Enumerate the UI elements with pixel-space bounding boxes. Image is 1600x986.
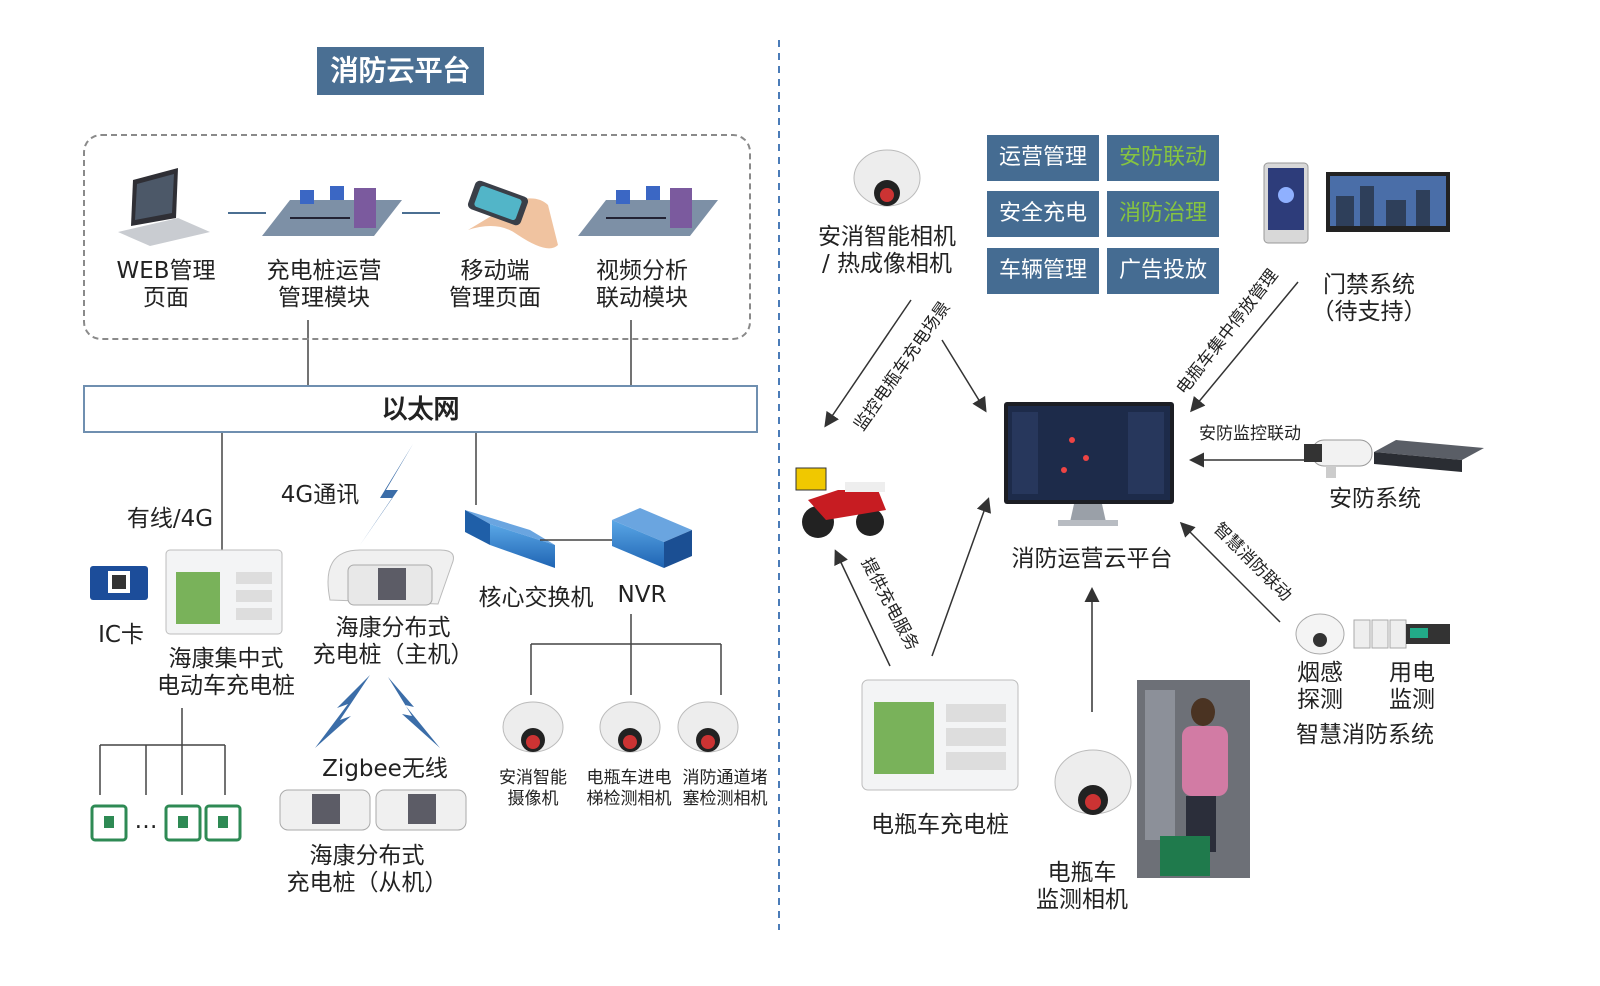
distributed-slave-label: 海康分布式充电桩（从机） (286, 843, 448, 896)
elevator-photo (1137, 680, 1250, 878)
module-mobile[interactable]: 移动端管理页面 (449, 258, 541, 311)
ev-charger-label: 电瓶车充电桩 (871, 812, 1009, 838)
socket-icon (164, 804, 202, 842)
tile-advertising[interactable]: 广告投放 (1107, 248, 1219, 294)
laptop-icon (118, 168, 210, 246)
bullet-camera-icon (1304, 439, 1373, 478)
distributed-charger-slave-icon (375, 789, 467, 831)
ic-card-icon (90, 566, 148, 600)
core-switch-label: 核心交换机 (478, 585, 594, 611)
network-icon (578, 186, 718, 236)
tile-operation[interactable]: 运营管理 (987, 135, 1099, 181)
platform-label: 消防运营云平台 (1011, 546, 1173, 572)
ev-monitor-camera-icon (1054, 749, 1132, 815)
smart-fire-label: 智慧消防系统 (1296, 722, 1434, 748)
socket-icon (204, 804, 242, 842)
lightning-zigbee-icon (388, 677, 440, 748)
comm-4g-label: 4G通讯 (280, 482, 360, 508)
ellipsis-label: … (134, 808, 158, 834)
thermal-camera-icon (853, 149, 921, 207)
tile-security-linkage[interactable]: 安防联动 (1107, 135, 1219, 181)
central-charger-icon (165, 549, 283, 635)
camera-label-2: 电瓶车进电梯检测相机 (586, 768, 672, 809)
ethernet-bar: 以太网 (83, 385, 758, 433)
access-control-label: 门禁系统（待支持） (1311, 272, 1427, 325)
security-nvr-icon (1374, 440, 1484, 472)
smoke-detector-icon (1295, 613, 1345, 655)
tile-safe-charging[interactable]: 安全充电 (987, 191, 1099, 237)
arrow-security-label: 安防监控联动 (1199, 424, 1301, 444)
power-label: 用电监测 (1389, 660, 1435, 713)
arrow-monitor (824, 299, 912, 428)
camera-label-1: 安消智能摄像机 (499, 768, 567, 809)
ev-charger-icon (861, 679, 1019, 791)
arrow-charge (834, 549, 891, 667)
dome-camera-icon (677, 701, 739, 753)
central-charger-label: 海康集中式电动车充电桩 (157, 646, 295, 699)
distributed-charger-master-icon (327, 549, 454, 606)
access-terminal-icon (1263, 162, 1309, 244)
ev-camera-label: 电瓶车监测相机 (1036, 860, 1128, 913)
gate-display-icon (1326, 172, 1450, 232)
smoke-label: 烟感探测 (1297, 660, 1343, 713)
tile-fire-governance[interactable]: 消防治理 (1107, 191, 1219, 237)
arrow-fire (1179, 521, 1281, 623)
core-switch-icon (465, 510, 555, 568)
dome-camera-icon (502, 701, 564, 753)
tile-vehicle-management[interactable]: 车辆管理 (987, 248, 1099, 294)
platform-modules-panel (83, 134, 751, 340)
lightning-4g-icon (360, 444, 413, 545)
distributed-master-label: 海康分布式充电桩（主机） (312, 615, 474, 668)
module-charger-ops[interactable]: 充电桩运营管理模块 (266, 258, 382, 311)
ic-card-label: IC卡 (98, 622, 144, 648)
socket-icon (90, 804, 128, 842)
dome-camera-icon (599, 701, 661, 753)
security-system-label: 安防系统 (1329, 486, 1421, 512)
arrow-parking (1190, 281, 1299, 413)
power-monitor-icon (1353, 619, 1450, 649)
platform-monitor-icon (1004, 402, 1174, 526)
arrow-charger-to-platform (931, 497, 992, 657)
thermal-camera-label: 安消智能相机/ 热成像相机 (818, 224, 956, 277)
distributed-charger-slave-icon (279, 789, 371, 831)
module-web[interactable]: WEB管理页面 (116, 258, 216, 311)
lightning-zigbee-icon (315, 675, 370, 748)
nvr-label: NVR (617, 582, 667, 608)
zigbee-label: Zigbee无线 (322, 756, 448, 782)
wired-4g-label: 有线/4G (126, 506, 214, 532)
network-icon (262, 186, 402, 236)
module-video[interactable]: 视频分析联动模块 (596, 258, 688, 311)
nvr-icon (612, 508, 692, 568)
ebike-icon (795, 467, 886, 538)
camera-label-3: 消防通道堵塞检测相机 (682, 768, 768, 809)
arrow-camera-to-platform (941, 339, 987, 413)
phone-hand-icon (467, 180, 558, 249)
cloud-platform-title: 消防云平台 (317, 47, 484, 95)
